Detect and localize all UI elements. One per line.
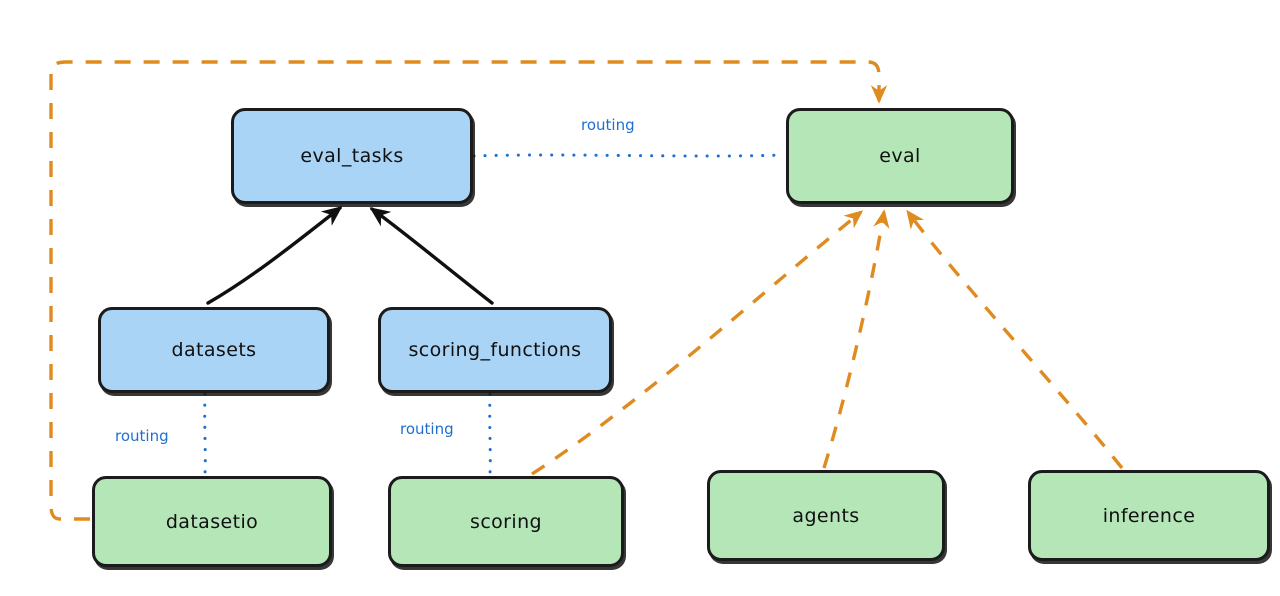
edge-datasetio-to-eval: [49, 60, 888, 521]
node-label-scoring: scoring: [470, 510, 542, 533]
node-label-scoring-functions: scoring_functions: [408, 339, 582, 361]
node-label-agents: agents: [792, 504, 860, 527]
node-label-eval: eval: [879, 145, 921, 167]
node-datasetio[interactable]: datasetio: [92, 476, 332, 567]
node-label-datasetio: datasetio: [165, 510, 259, 533]
edge-inference-to-eval: [906, 209, 1124, 470]
edge-scoring-to-eval: [531, 210, 864, 476]
edge-label-routing-scoring-functions-scoring: routing: [397, 420, 457, 438]
node-eval[interactable]: eval: [786, 108, 1014, 204]
edge-label-routing-eval-tasks-eval: routing: [578, 116, 638, 134]
node-agents[interactable]: agents: [707, 470, 945, 561]
edge-routing-scoring-functions-scoring: [488, 392, 492, 476]
node-label-eval-tasks: eval_tasks: [300, 145, 404, 167]
edge-routing-eval-tasks-eval: [472, 153, 786, 158]
edge-routing-datasets-datasetio: [203, 392, 207, 476]
node-datasets[interactable]: datasets: [98, 307, 330, 393]
node-label-inference: inference: [1102, 504, 1196, 527]
node-scoring[interactable]: scoring: [388, 476, 624, 567]
edge-agents-to-eval: [822, 209, 890, 469]
edge-datasets-to-eval-tasks: [206, 206, 343, 305]
edge-scoring-functions-to-eval-tasks: [369, 207, 494, 305]
node-scoring-functions[interactable]: scoring_functions: [378, 307, 612, 393]
node-label-datasets: datasets: [171, 339, 257, 361]
node-inference[interactable]: inference: [1028, 470, 1270, 561]
edge-label-routing-datasets-datasetio: routing: [112, 427, 172, 445]
node-eval-tasks[interactable]: eval_tasks: [231, 108, 473, 204]
